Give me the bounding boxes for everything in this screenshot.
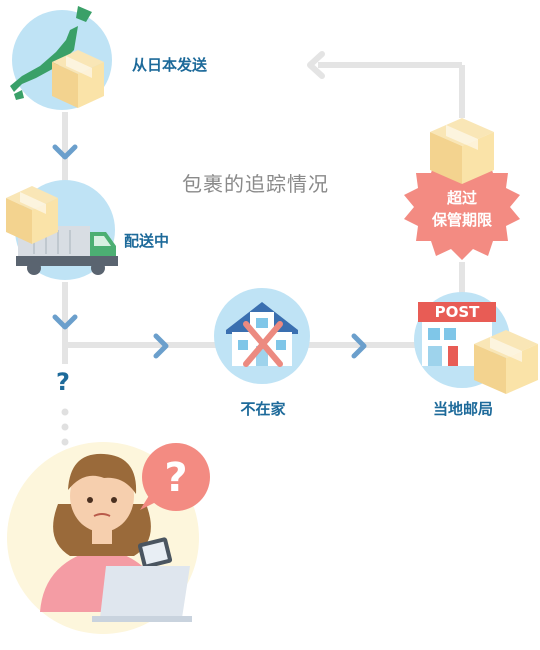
question-bubble-icon: ? xyxy=(140,443,210,511)
dotted-line xyxy=(61,408,69,446)
worried-person-illustration: ? xyxy=(7,442,210,634)
cross-icon xyxy=(243,321,283,367)
expired-badge xyxy=(404,118,520,260)
package-icon xyxy=(474,330,538,394)
expired-badge-line1: 超过 xyxy=(446,189,478,207)
arrow-back-to-japan-icon xyxy=(307,51,325,79)
japan-map-icon xyxy=(10,6,112,110)
post-sign-text: POST xyxy=(434,303,480,321)
package-icon xyxy=(430,118,494,184)
post-office-icon xyxy=(414,292,538,394)
package-icon xyxy=(52,50,104,108)
chevron-down-icon xyxy=(52,314,78,330)
step-post-office-label: 当地邮局 xyxy=(432,400,494,418)
svg-text:?: ? xyxy=(164,455,187,501)
diagram-title: 包裹的追踪情况 xyxy=(182,172,329,196)
chevron-right-icon xyxy=(351,333,367,359)
unknown-status-mark: ? xyxy=(56,368,70,396)
step-ship-from-japan-label: 从日本发送 xyxy=(132,56,208,74)
chevron-down-icon xyxy=(52,144,78,160)
flow-lines xyxy=(62,62,465,364)
expired-badge-line2: 保管期限 xyxy=(431,211,493,229)
chevron-right-icon xyxy=(153,333,169,359)
package-icon xyxy=(6,186,58,244)
step-not-home-label: 不在家 xyxy=(240,400,286,418)
house-not-home-icon xyxy=(214,288,310,384)
step-in-delivery-label: 配送中 xyxy=(124,232,170,250)
delivery-truck-icon xyxy=(6,180,118,280)
